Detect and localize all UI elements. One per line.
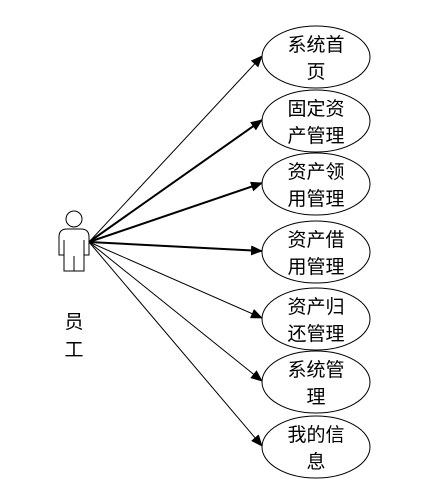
use-case-asset-requisition-management[interactable]: 资产领 用管理	[261, 152, 371, 216]
use-case-ellipse	[261, 287, 371, 351]
association-line-6	[88, 241, 263, 382]
actor-body-icon	[58, 228, 90, 272]
actor-head-icon	[65, 210, 83, 228]
association-line-4	[88, 241, 263, 256]
use-case-label-line1: 固定资	[287, 98, 344, 120]
use-case-system-home[interactable]: 系统首 页	[261, 25, 371, 89]
association-line-3	[88, 181, 263, 243]
actor-figure	[58, 210, 90, 272]
actor-name-line2: 工	[64, 339, 83, 361]
use-case-ellipse	[261, 25, 371, 89]
use-case-label-line2: 页	[306, 61, 325, 83]
association-lines	[88, 55, 263, 447]
use-case-ellipse	[261, 220, 371, 284]
use-case-asset-return-management[interactable]: 资产归 还管理	[261, 287, 371, 351]
use-case-ellipse	[261, 89, 371, 153]
use-case-label-line1: 我的信	[287, 424, 344, 446]
use-case-label-line2: 还管理	[287, 323, 344, 345]
use-case-my-info[interactable]: 我的信 息	[261, 415, 371, 479]
use-case-label-line2: 理	[306, 386, 325, 408]
use-case-label-line2: 用管理	[287, 256, 344, 278]
actor-name-line1: 员	[64, 311, 83, 333]
use-case-label-line1: 资产领	[287, 161, 344, 183]
use-case-label-line1: 系统首	[287, 34, 344, 56]
use-case-ellipse	[261, 152, 371, 216]
use-case-label-line1: 系统管	[287, 359, 344, 381]
association-line-1	[88, 55, 263, 243]
use-case-label-line2: 用管理	[287, 188, 344, 210]
association-line-5	[88, 241, 263, 319]
use-case-system-management[interactable]: 系统管 理	[261, 350, 371, 414]
use-case-ellipse	[261, 350, 371, 414]
use-case-label-line2: 息	[306, 451, 325, 473]
use-case-asset-borrowing-management[interactable]: 资产借 用管理	[261, 220, 371, 284]
association-line-7	[88, 241, 263, 447]
use-case-ellipse	[261, 415, 371, 479]
use-case-label-line1: 资产归	[287, 296, 344, 318]
use-case-fixed-asset-management[interactable]: 固定资 产管理	[261, 89, 371, 153]
use-case-label-line2: 产管理	[287, 125, 344, 147]
use-case-label-line1: 资产借	[287, 229, 344, 251]
association-line-2	[88, 119, 263, 243]
